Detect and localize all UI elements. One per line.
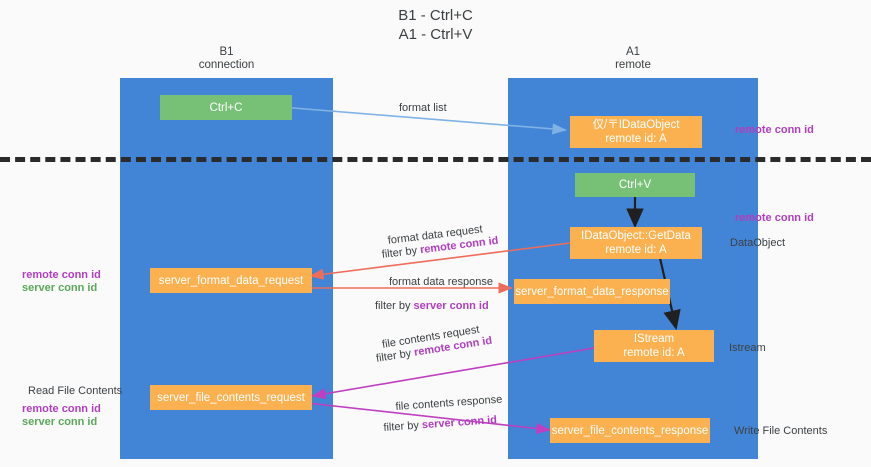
box-ctrl-v-label: Ctrl+V: [618, 179, 652, 191]
left-label-remote-conn-id-mid: remote conn id: [22, 268, 101, 282]
label-file-contents-response: file contents response: [395, 393, 503, 414]
right-label-istream: Istream: [729, 341, 766, 355]
label-format-data-response-filter: filter by server conn id: [375, 299, 489, 313]
box-server-format-data-request[interactable]: server_format_data_request: [150, 268, 312, 293]
left-label-remote-conn-id-bottom-text: remote conn id: [22, 403, 101, 415]
box-ctrl-c[interactable]: Ctrl+C: [160, 95, 292, 120]
right-label-remote-conn-id-mid-text: remote conn id: [735, 212, 814, 224]
box-server-format-data-response-label: server_format_data_response: [515, 285, 669, 298]
box-server-file-contents-response-label: server_file_contents_response: [551, 424, 709, 437]
right-label-write-file-contents: Write File Contents: [734, 424, 827, 438]
left-label-server-conn-id-mid-text: server conn id: [22, 282, 98, 294]
box-getdata-title: IDataObject::GetData: [581, 230, 691, 242]
column-header-b1: B1 connection: [150, 46, 303, 72]
label-file-contents-response-filter: filter by server conn id: [383, 413, 497, 435]
left-label-remote-conn-id-bottom: remote conn id: [22, 402, 101, 416]
page-title-line-1: B1 - Ctrl+C: [398, 7, 473, 24]
box-idataobject-title: 仅/〒IDataObject: [592, 119, 680, 131]
left-label-read-file-contents: Read File Contents: [28, 384, 122, 398]
filter-key-server-conn-id: server conn id: [421, 414, 498, 432]
column-header-b1-name: B1: [219, 46, 234, 58]
box-istream-title: IStream: [633, 333, 675, 345]
right-label-remote-conn-id-mid: remote conn id: [735, 211, 814, 225]
box-server-format-data-response[interactable]: server_format_data_response: [514, 279, 670, 304]
filter-prefix: filter by: [383, 419, 423, 434]
box-idataobject[interactable]: 仅/〒IDataObject remote id: A: [570, 116, 702, 148]
box-ctrl-c-label: Ctrl+C: [209, 101, 243, 114]
label-file-contents-response-text: file contents response: [395, 393, 503, 413]
box-istream-subtitle: remote id: A: [623, 347, 685, 359]
left-label-read-file-contents-text: Read File Contents: [28, 385, 123, 397]
section-divider: [0, 157, 871, 162]
filter-prefix: filter by: [381, 244, 421, 261]
right-label-dataobject: DataObject: [730, 236, 785, 250]
box-istream[interactable]: IStream remote id: A: [594, 330, 714, 362]
box-ctrl-v[interactable]: Ctrl+V: [575, 173, 695, 197]
box-server-format-data-request-label: server_format_data_request: [158, 274, 304, 287]
filter-prefix: filter by: [375, 300, 414, 312]
right-label-remote-conn-id-top-text: remote conn id: [735, 124, 814, 136]
box-idataobject-getdata[interactable]: IDataObject::GetData remote id: A: [570, 227, 702, 259]
column-header-b1-role: connection: [198, 59, 255, 71]
right-label-remote-conn-id-top: remote conn id: [735, 123, 814, 137]
box-server-file-contents-request-label: server_file_contents_request: [157, 391, 305, 404]
right-label-dataobject-text: DataObject: [730, 237, 786, 249]
filter-key-server-conn-id: server conn id: [413, 300, 489, 312]
left-label-server-conn-id-bottom-text: server conn id: [22, 416, 98, 428]
filter-prefix: filter by: [375, 346, 416, 365]
label-format-list-text: format list: [399, 102, 447, 114]
label-format-data-response-text: format data response: [389, 276, 493, 288]
label-format-data-response: format data response: [389, 275, 493, 289]
left-label-server-conn-id-bottom: server conn id: [22, 415, 97, 429]
column-header-a1-name: A1: [625, 46, 641, 58]
left-label-remote-conn-id-mid-text: remote conn id: [22, 269, 101, 281]
box-idataobject-subtitle: remote id: A: [605, 133, 667, 145]
right-label-istream-text: Istream: [729, 342, 766, 354]
page-title: B1 - Ctrl+C A1 - Ctrl+V: [0, 6, 871, 44]
column-header-a1-role: remote: [615, 59, 651, 71]
left-label-server-conn-id-mid: server conn id: [22, 281, 97, 295]
label-format-list: format list: [399, 101, 447, 115]
box-server-file-contents-response[interactable]: server_file_contents_response: [550, 418, 710, 443]
box-getdata-subtitle: remote id: A: [605, 244, 667, 256]
column-header-a1: A1 remote: [545, 46, 721, 72]
right-label-write-file-contents-text: Write File Contents: [734, 425, 828, 437]
page-title-line-2: A1 - Ctrl+V: [398, 26, 473, 43]
box-server-file-contents-request[interactable]: server_file_contents_request: [150, 385, 312, 410]
